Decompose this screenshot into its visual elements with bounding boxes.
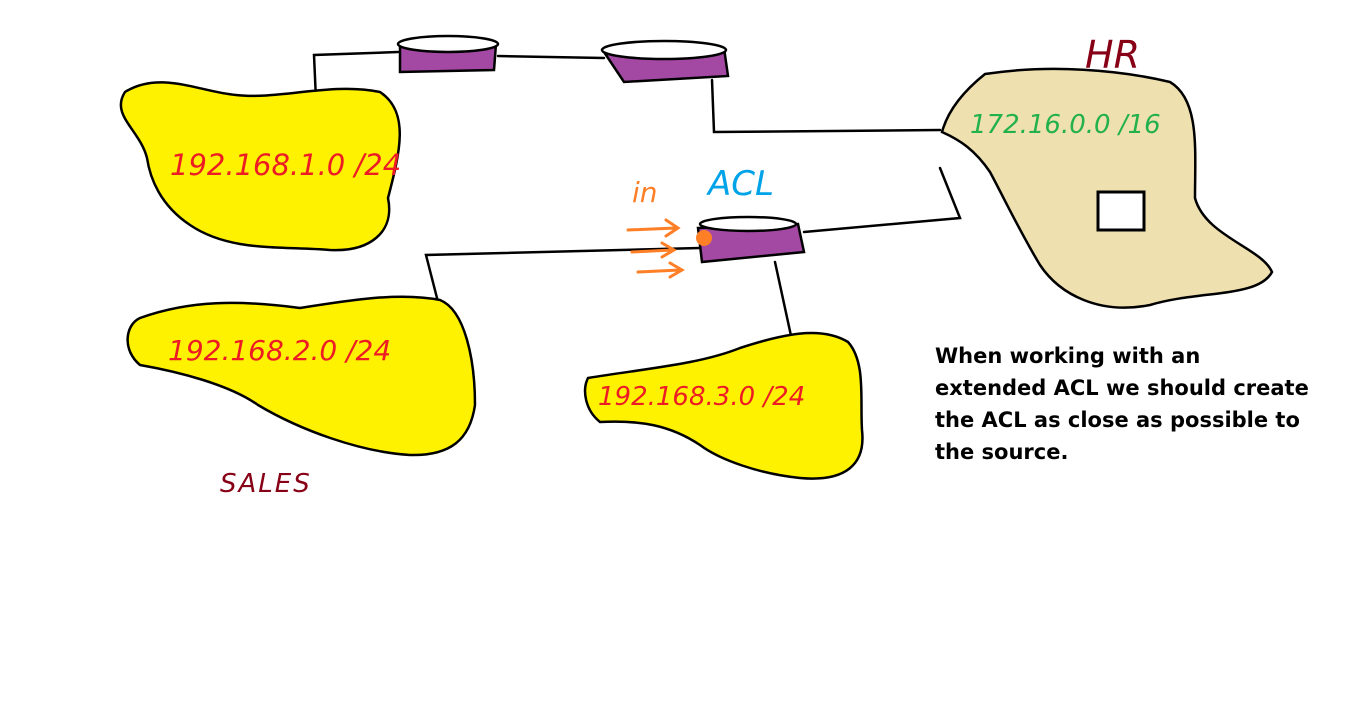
network-192-168-3-0: 192.168.3.0 /24 (583, 331, 864, 480)
acl-annotation: ACL in (626, 164, 774, 279)
network-172-16-0-0-hr: 172.16.0.0 /16 HR (940, 33, 1274, 309)
network-address-label: 192.168.3.0 /24 (598, 382, 805, 412)
explanation-note: When working with an extended ACL we sho… (935, 344, 1309, 464)
link-net1-router1 (312, 50, 400, 102)
hr-inner-box (1096, 190, 1146, 232)
acl-direction-label: in (632, 176, 658, 209)
acl-interface-marker (696, 230, 712, 246)
connection-lines (312, 50, 962, 347)
network-address-label: 172.16.0.0 /16 (970, 110, 1161, 140)
router-top (600, 39, 728, 61)
group-label-sales: SALES (220, 469, 312, 499)
link-acl-router-net3 (773, 260, 795, 347)
router-top (396, 34, 500, 54)
network-192-168-2-0: 192.168.2.0 /24 SALES (126, 295, 477, 499)
network-blob (126, 295, 477, 457)
router-top (698, 215, 798, 233)
inbound-arrows-icon (626, 218, 685, 279)
network-blob (119, 81, 401, 252)
link-acl-router-hr (802, 166, 962, 234)
network-address-label: 192.168.1.0 /24 (170, 148, 401, 182)
network-address-label: 192.168.2.0 /24 (168, 334, 391, 367)
link-router2-hr (710, 78, 942, 134)
network-blob (940, 67, 1274, 309)
router-acl (696, 215, 806, 264)
link-router1-router2 (496, 54, 606, 60)
acl-label: ACL (706, 164, 774, 204)
network-192-168-1-0: 192.168.1.0 /24 (119, 81, 401, 252)
network-blob (583, 331, 864, 480)
group-label-hr: HR (1085, 33, 1140, 77)
link-net2-acl-router (424, 246, 702, 300)
router-2 (600, 39, 730, 84)
router-1 (396, 34, 500, 74)
